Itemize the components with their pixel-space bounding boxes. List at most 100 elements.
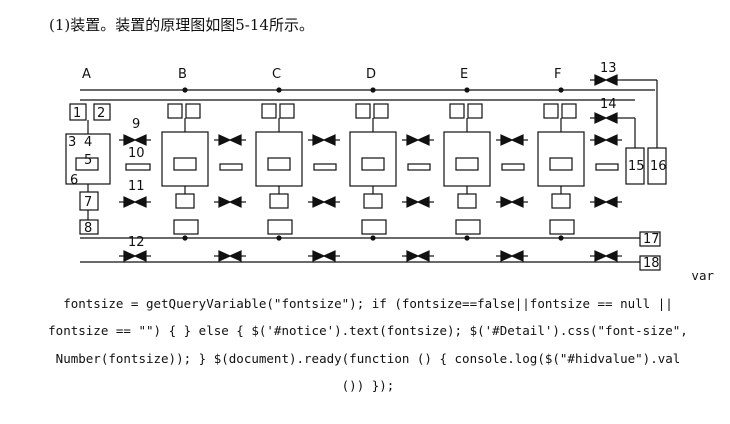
number-label: 9 <box>132 117 140 132</box>
valve-icon <box>312 250 336 262</box>
component-box <box>549 219 575 235</box>
reactor-box <box>443 131 491 187</box>
valve-icon <box>594 74 618 86</box>
valve-icon <box>500 134 524 146</box>
sample-box <box>455 157 479 171</box>
number-label: 13 <box>600 61 617 76</box>
valve-icon <box>406 196 430 208</box>
junction-dot <box>464 87 470 93</box>
number-label: 8 <box>84 221 92 236</box>
sample-box <box>75 157 99 171</box>
valve-icon <box>406 134 430 146</box>
controller-box <box>543 103 559 119</box>
valve-icon <box>500 196 524 208</box>
component-box <box>79 191 99 211</box>
number-label: 11 <box>128 179 145 194</box>
outlet-box <box>639 231 661 247</box>
number-label: 15 <box>628 159 645 174</box>
junction-dot <box>182 235 188 241</box>
junction-dot <box>464 235 470 241</box>
component-box <box>173 219 199 235</box>
number-label: 12 <box>128 235 145 250</box>
column-label: D <box>366 67 376 82</box>
sample-box <box>361 157 385 171</box>
code-line: Number(fontsize)); } $(document).ready(f… <box>55 350 681 366</box>
outlet-box <box>639 255 661 271</box>
component-box <box>457 193 477 209</box>
number-label: 2 <box>97 106 105 121</box>
controller-box <box>449 103 465 119</box>
controller-box <box>279 103 295 119</box>
reactor-box <box>255 131 303 187</box>
flow-meter <box>407 163 431 171</box>
valve-icon <box>406 250 430 262</box>
flow-meter <box>313 163 337 171</box>
column-label: C <box>272 67 281 82</box>
code-line: fontsize == "") { } else { $('#notice').… <box>48 323 688 338</box>
valve-icon <box>594 196 618 208</box>
junction-dot <box>558 235 564 241</box>
number-label: 6 <box>70 173 78 188</box>
column-label: A <box>82 67 91 82</box>
code-text: var fontsize = getQueryVariable("fontsiz… <box>20 262 716 400</box>
flow-meter <box>501 163 525 171</box>
component-box <box>267 219 293 235</box>
junction-dot <box>182 87 188 93</box>
number-label: 18 <box>643 256 660 271</box>
controller-box <box>69 103 87 121</box>
number-label: 3 <box>68 135 76 150</box>
valve-icon <box>500 250 524 262</box>
junction-dot <box>276 235 282 241</box>
number-label: 16 <box>650 159 667 174</box>
controller-box <box>185 103 201 119</box>
valve-icon <box>594 250 618 262</box>
junction-dot <box>558 87 564 93</box>
junction-dot <box>370 87 376 93</box>
controller-box <box>355 103 371 119</box>
component-box <box>551 193 571 209</box>
code-line: fontsize = getQueryVariable("fontsize");… <box>63 295 673 311</box>
caption: (1)装置。装置的原理图如图5-14所示。 <box>49 16 314 34</box>
controller-box <box>261 103 277 119</box>
code-line: var <box>691 268 714 283</box>
reactor-box <box>349 131 397 187</box>
flow-meter <box>219 163 243 171</box>
flow-meter <box>595 163 619 171</box>
flow-meter <box>125 163 151 171</box>
controller-box <box>467 103 483 119</box>
number-label: 17 <box>643 232 660 247</box>
number-label: 1 <box>73 106 81 121</box>
valve-icon <box>218 196 242 208</box>
reactor-box <box>537 131 585 187</box>
column-label: B <box>178 67 187 82</box>
code-line: ()) }); <box>341 378 395 393</box>
component-box <box>269 193 289 209</box>
controller-box <box>167 103 183 119</box>
controller-box <box>93 103 111 121</box>
valve-icon <box>123 250 147 262</box>
sample-box <box>549 157 573 171</box>
column-label: F <box>554 67 561 82</box>
controller-box <box>561 103 577 119</box>
component-box <box>455 219 481 235</box>
number-label: 7 <box>84 195 92 210</box>
valve-icon <box>594 112 618 124</box>
component-box <box>363 193 383 209</box>
column-label: E <box>460 67 468 82</box>
junction-dot <box>276 87 282 93</box>
valve-icon <box>312 196 336 208</box>
valve-icon <box>312 134 336 146</box>
component-box <box>175 193 195 209</box>
junction-dot <box>370 235 376 241</box>
valve-icon <box>594 134 618 146</box>
number-label: 4 <box>84 135 92 150</box>
number-label: 5 <box>84 153 92 168</box>
valve-icon <box>218 250 242 262</box>
number-label: 10 <box>128 146 145 161</box>
sample-box <box>173 157 197 171</box>
valve-icon <box>123 196 147 208</box>
number-label: 14 <box>600 97 617 112</box>
reactor-box <box>161 131 209 187</box>
valve-icon <box>218 134 242 146</box>
